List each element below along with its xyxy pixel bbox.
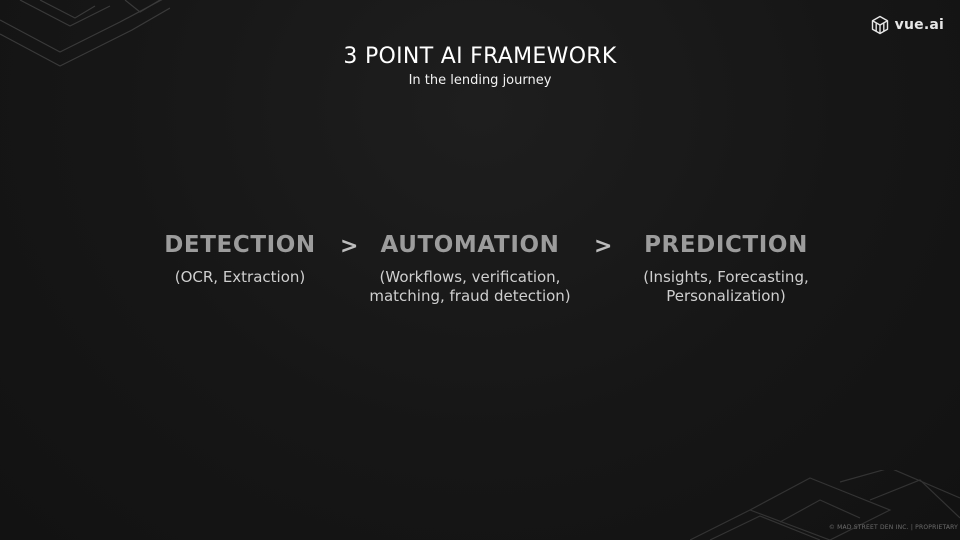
decorative-outline-bottom-right: [690, 470, 960, 540]
chevron-right-icon: >: [340, 234, 359, 259]
decorative-outline-top-left: [0, 0, 170, 67]
step-title: AUTOMATION: [380, 232, 560, 258]
step-description: (Insights, Forecasting, Personalization): [643, 268, 809, 305]
step-title: DETECTION: [164, 232, 316, 258]
step-description: (OCR, Extraction): [174, 268, 306, 286]
slide-subtitle: In the lending journey: [408, 73, 552, 88]
copyright-footer: © MAD STREET DEN INC. | PROPRIETARY: [828, 524, 958, 531]
step-automation: AUTOMATION (Workflows, verification, mat…: [355, 232, 585, 306]
brand-logo: vue.ai: [870, 15, 944, 35]
logo-text: vue.ai: [894, 17, 944, 33]
step-title: PREDICTION: [644, 232, 808, 258]
step-description: (Workflows, verification, matching, frau…: [369, 268, 571, 305]
slide-title: 3 POINT AI FRAMEWORK: [343, 44, 617, 69]
chevron-right-icon: >: [594, 234, 613, 259]
cube-logo-icon: [871, 15, 888, 35]
step-detection: DETECTION (OCR, Extraction): [158, 232, 322, 287]
step-prediction: PREDICTION (Insights, Forecasting, Perso…: [620, 232, 832, 306]
